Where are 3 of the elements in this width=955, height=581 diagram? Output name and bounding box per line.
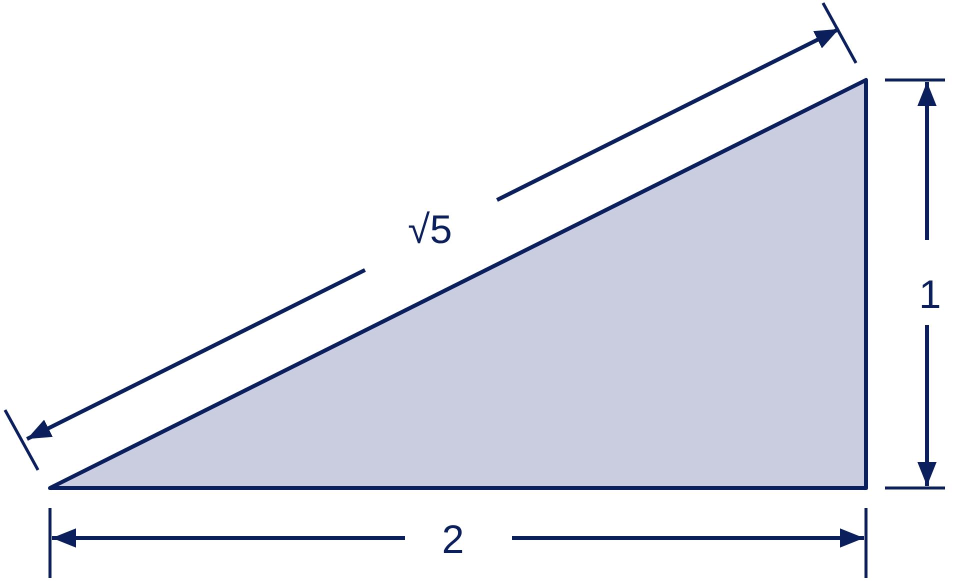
dimension-label: 2 [442,520,464,560]
length-label: √5 [408,210,452,250]
dimension-label: 1 [918,275,942,315]
